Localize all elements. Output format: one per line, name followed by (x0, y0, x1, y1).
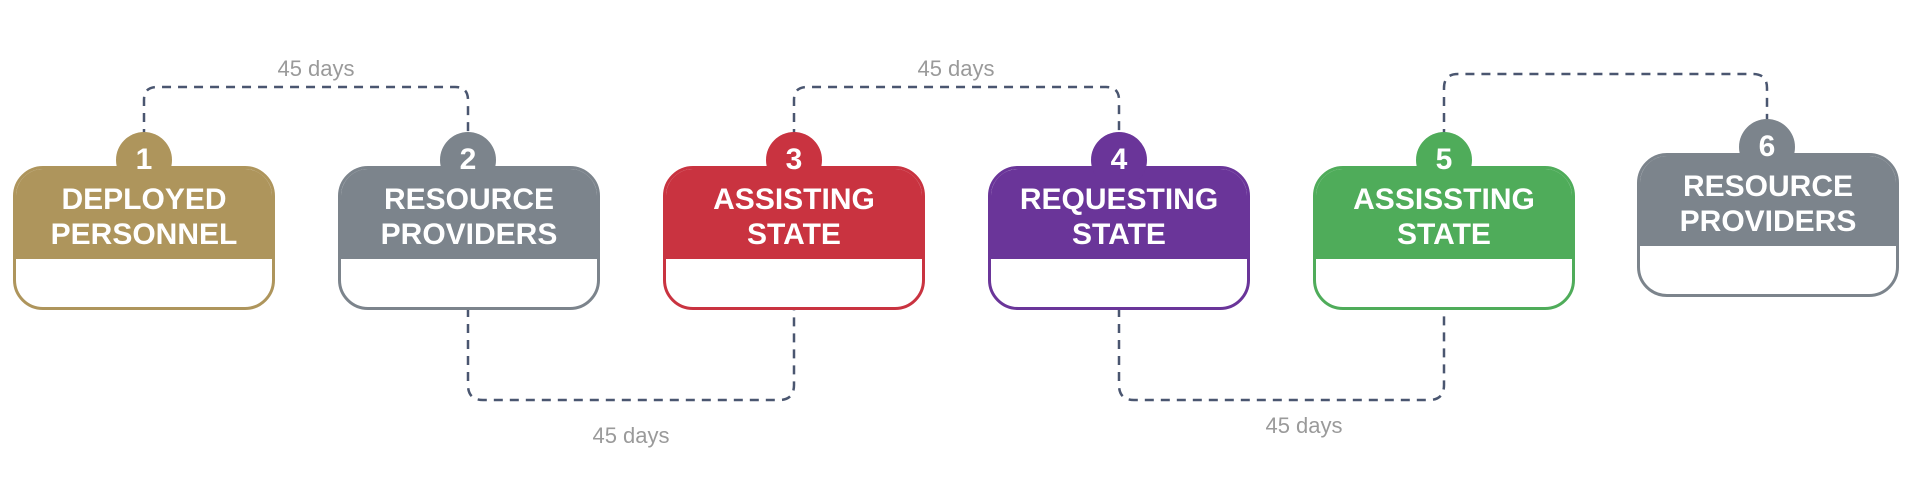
step-card-4: REQUESTING STATE (988, 166, 1250, 310)
gap-label-4-5: 45 days (1265, 413, 1343, 438)
step-badge-2: 2 (440, 132, 496, 188)
connector-5-6 (1442, 72, 1769, 138)
step-card-1: DEPLOYED PERSONNEL (13, 166, 275, 310)
step-title-1: DEPLOYED PERSONNEL (16, 169, 272, 259)
connector-1-2 (142, 85, 470, 138)
step-badge-1: 1 (116, 132, 172, 188)
gap-label-2-3: 45 days (592, 423, 670, 448)
gap-label-3-4: 45 days (917, 56, 995, 81)
connector-2-3 (466, 308, 796, 402)
step-badge-6: 6 (1739, 119, 1795, 175)
step-title-5: ASSISSTING STATE (1316, 169, 1572, 259)
step-badge-5: 5 (1416, 132, 1472, 188)
step-card-5: ASSISSTING STATE (1313, 166, 1575, 310)
connector-4-5 (1117, 308, 1446, 402)
connector-3-4 (792, 85, 1121, 138)
step-badge-3: 3 (766, 132, 822, 188)
gap-label-1-2: 45 days (277, 56, 355, 81)
step-badge-4: 4 (1091, 132, 1147, 188)
